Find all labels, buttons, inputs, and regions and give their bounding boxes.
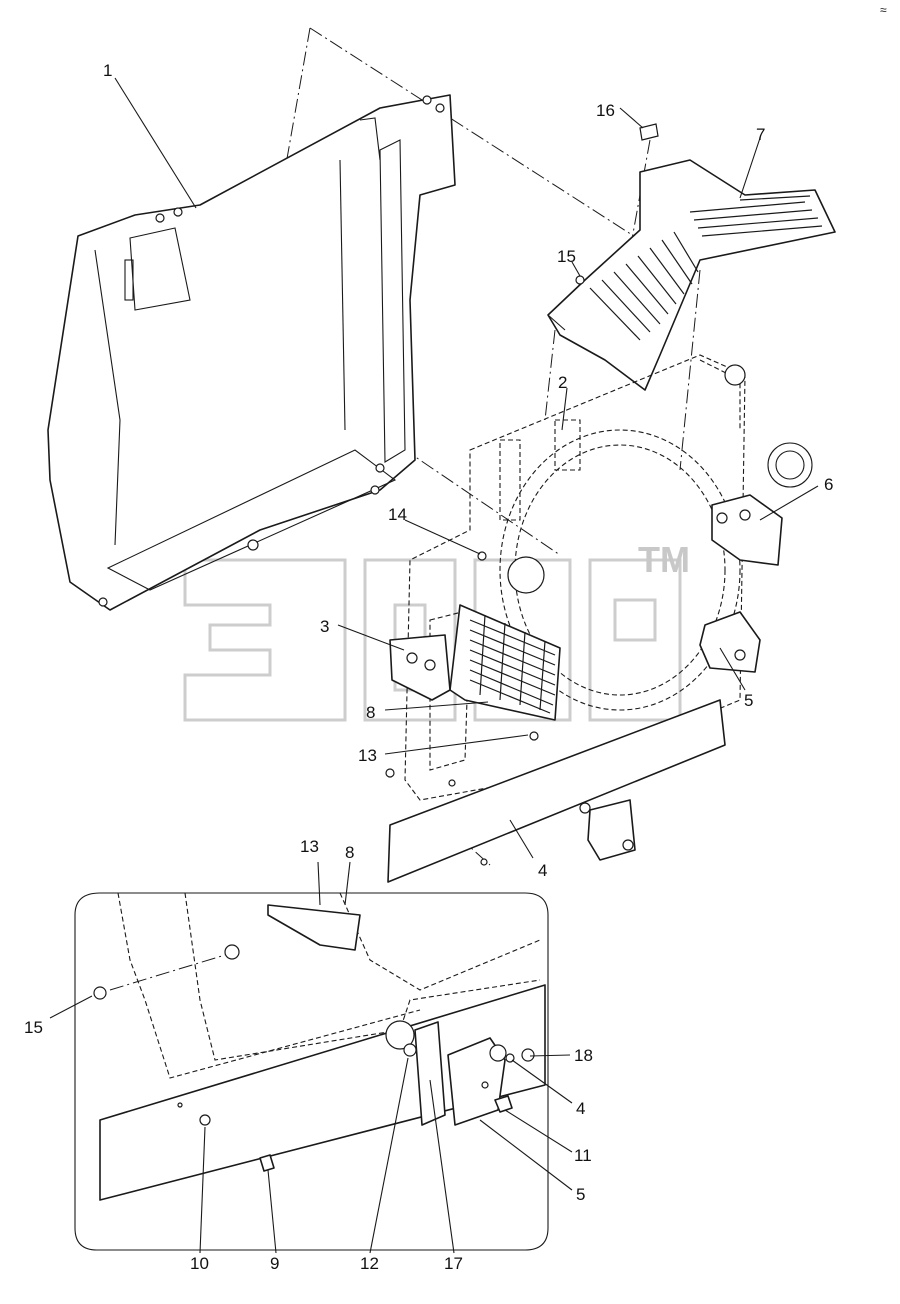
corner-mark: ≈ xyxy=(880,3,887,17)
callout-11: 11 xyxy=(574,1146,592,1165)
callout-13-inset: 13 xyxy=(300,837,319,856)
part-2-radiator-core xyxy=(404,354,813,801)
callout-9: 9 xyxy=(270,1254,279,1273)
callout-3: 3 xyxy=(320,617,329,636)
callout-labels: 1 2 3 4 5 6 7 8 13 14 15 16 13 8 15 18 4… xyxy=(24,61,833,1273)
callout-2: 2 xyxy=(558,373,567,392)
callout-12: 12 xyxy=(360,1254,379,1273)
watermark-tm: TM xyxy=(638,539,690,580)
part-8-front-grille-screen xyxy=(449,604,561,721)
callout-10: 10 xyxy=(190,1254,209,1273)
callout-14: 14 xyxy=(388,505,407,524)
callout-5-inset: 5 xyxy=(576,1185,585,1204)
callout-8: 8 xyxy=(366,703,375,722)
callout-15-inset: 15 xyxy=(24,1018,43,1037)
callout-leaders xyxy=(49,77,819,1254)
callout-5: 5 xyxy=(744,691,753,710)
part-5-lower-bracket xyxy=(699,611,761,673)
callout-4: 4 xyxy=(538,861,547,880)
callout-8-inset: 8 xyxy=(345,843,354,862)
inset-detail-view xyxy=(74,892,549,1251)
callout-6: 6 xyxy=(824,475,833,494)
part-6-right-bracket xyxy=(711,494,783,566)
fasteners-main-view xyxy=(385,123,659,866)
part-4-skirt-panel xyxy=(387,699,726,883)
callout-4-inset: 4 xyxy=(576,1099,585,1118)
part-1-shroud-frame xyxy=(47,94,456,611)
callout-17: 17 xyxy=(444,1254,463,1273)
callout-1: 1 xyxy=(103,61,112,80)
part-7-top-grille-cover xyxy=(547,159,836,391)
part-3-left-bracket xyxy=(389,634,451,701)
callout-16: 16 xyxy=(596,101,615,120)
callout-18: 18 xyxy=(574,1046,593,1065)
callout-7: 7 xyxy=(756,125,765,144)
callout-13: 13 xyxy=(358,746,377,765)
callout-15: 15 xyxy=(557,247,576,266)
